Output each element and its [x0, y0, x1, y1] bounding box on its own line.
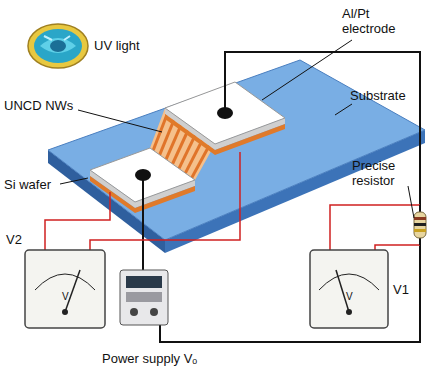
meter-label: V1: [393, 282, 409, 297]
part-label: Precise resistor: [352, 158, 414, 188]
power-supply: [120, 270, 168, 325]
part-label: Al/Pt electrode: [342, 6, 420, 36]
part-label: Si wafer: [4, 177, 51, 192]
part-label: UV light: [94, 38, 140, 53]
meter-label: V2: [6, 232, 22, 247]
wire: [143, 52, 420, 342]
unit-label: V: [62, 291, 69, 302]
substrate: [48, 60, 425, 253]
leader-line: [60, 40, 414, 218]
part-label: UNCD NWs: [4, 98, 73, 113]
resistor-symbol: [414, 205, 426, 245]
meter-wire: [45, 152, 420, 250]
voltmeter: [25, 250, 105, 328]
voltmeter: [310, 250, 388, 328]
uv-lamp: [28, 24, 88, 68]
unit-label: V: [346, 291, 353, 302]
part-label: Substrate: [350, 88, 406, 103]
part-label: Power supply Vₒ: [102, 351, 197, 366]
